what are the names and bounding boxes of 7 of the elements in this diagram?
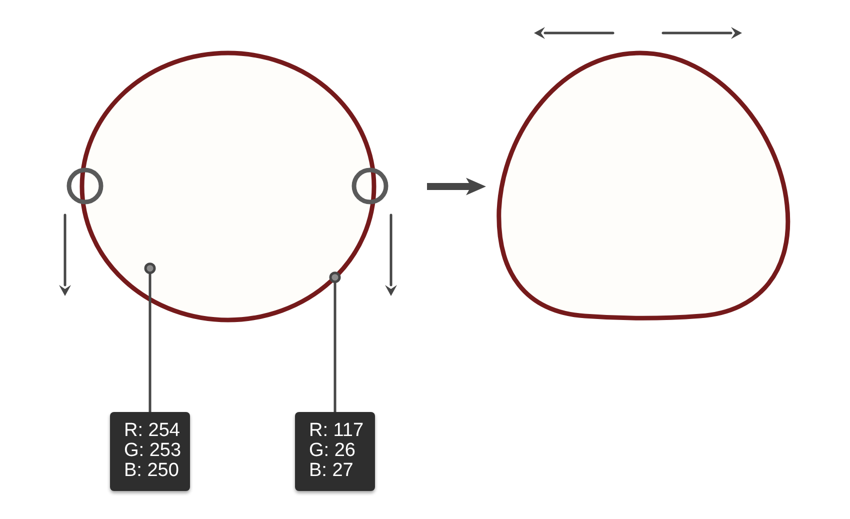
ellipse-shape xyxy=(80,51,376,322)
leader-line xyxy=(329,272,341,412)
color-value-tooltip: R: 117 G: 26 B: 27 xyxy=(295,412,375,491)
arrow xyxy=(427,178,486,196)
rounded-blob-shape xyxy=(495,50,793,322)
leader-line xyxy=(144,262,156,412)
color-value-tooltip: R: 254 G: 253 B: 250 xyxy=(110,412,190,491)
